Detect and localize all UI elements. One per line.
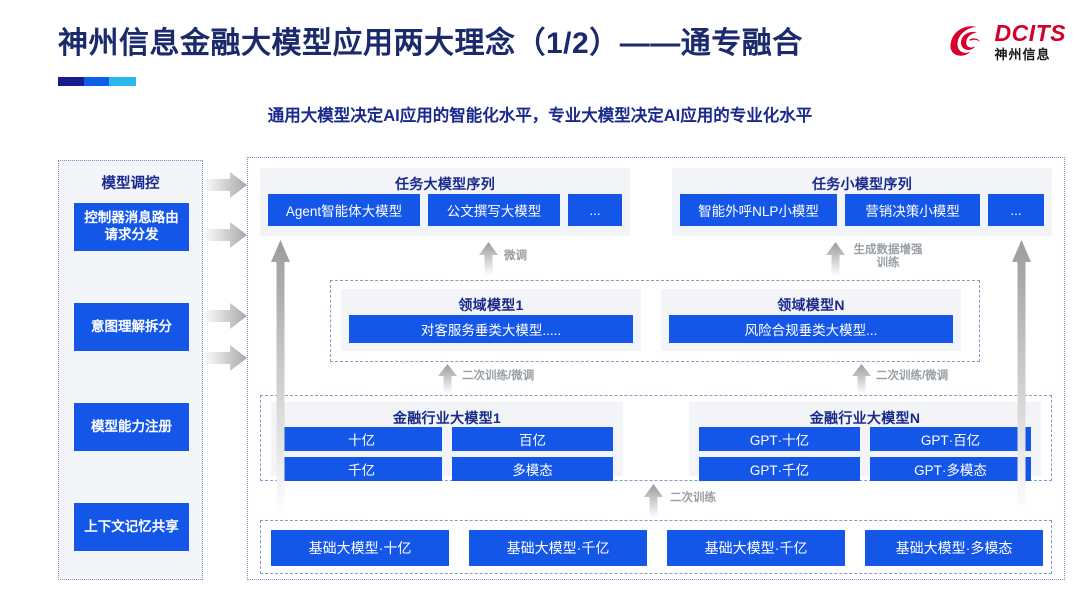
control-panel: 模型调控 控制器消息路由请求分发 意图理解拆分 模型能力注册 上下文记忆共享 bbox=[58, 160, 203, 580]
dcits-swirl-icon bbox=[947, 20, 989, 62]
flow-arrow-right-4 bbox=[203, 345, 247, 371]
up-arrow-base-to-industry bbox=[644, 484, 663, 518]
arrow-label-fine-tune: 微调 bbox=[504, 250, 527, 262]
industry-model-1-title: 金融行业大模型1 bbox=[392, 410, 502, 426]
industry-chip-1-tenbillion[interactable]: 百亿 bbox=[452, 427, 613, 451]
flow-arrow-right-3 bbox=[203, 303, 247, 329]
control-item-router[interactable]: 控制器消息路由请求分发 bbox=[74, 203, 189, 251]
task-small-model-chip-row: 智能外呼NLP小模型 营销决策小模型 ... bbox=[680, 194, 1044, 226]
flow-arrow-right-2 bbox=[203, 222, 247, 248]
control-item-context[interactable]: 上下文记忆共享 bbox=[74, 503, 189, 551]
accent-bar-segment-1 bbox=[58, 77, 84, 86]
logo-text-cn: 神州信息 bbox=[994, 46, 1051, 62]
task-chip-nlp-outbound[interactable]: 智能外呼NLP小模型 bbox=[680, 194, 837, 226]
domain-model-1-panel: 领域模型1 对客服务垂类大模型..... bbox=[341, 289, 641, 351]
industry-chip-n-gpt-tenbillion[interactable]: GPT·百亿 bbox=[870, 427, 1031, 451]
arrow-label-data-augmentation: 生成数据增强训练 bbox=[853, 244, 923, 270]
accent-bar bbox=[58, 77, 136, 86]
company-logo: DCITS 神州信息 bbox=[947, 20, 1067, 62]
architecture-container: 任务大模型序列 Agent智能体大模型 公文撰写大模型 ... 任务小模型序列 … bbox=[247, 157, 1065, 580]
base-chip-hundredbillion-a[interactable]: 基础大模型·千亿 bbox=[469, 530, 647, 566]
base-chip-billion[interactable]: 基础大模型·十亿 bbox=[271, 530, 449, 566]
industry-chip-1-billion[interactable]: 十亿 bbox=[281, 427, 442, 451]
control-item-intent[interactable]: 意图理解拆分 bbox=[74, 303, 189, 351]
domain-model-n-chip[interactable]: 风险合规垂类大模型... bbox=[669, 315, 953, 343]
flow-arrow-right-1 bbox=[203, 172, 247, 198]
industry-chip-1-hundredbillion[interactable]: 千亿 bbox=[281, 457, 442, 481]
industry-model-1-chip-grid: 十亿 百亿 千亿 多模态 bbox=[281, 427, 613, 481]
domain-model-n-title: 领域模型N bbox=[777, 297, 845, 313]
base-model-frame: 基础大模型·十亿 基础大模型·千亿 基础大模型·千亿 基础大模型·多模态 bbox=[260, 520, 1052, 574]
task-large-model-panel: 任务大模型序列 Agent智能体大模型 公文撰写大模型 ... bbox=[260, 168, 630, 236]
task-large-model-title: 任务大模型序列 bbox=[394, 176, 496, 192]
industry-model-1-panel: 金融行业大模型1 十亿 百亿 千亿 多模态 bbox=[271, 402, 623, 481]
task-large-model-chip-row: Agent智能体大模型 公文撰写大模型 ... bbox=[268, 194, 622, 226]
domain-model-1-chip[interactable]: 对客服务垂类大模型..... bbox=[349, 315, 633, 343]
accent-bar-segment-2 bbox=[83, 77, 110, 86]
domain-model-n-panel: 领域模型N 风险合规垂类大模型... bbox=[661, 289, 961, 351]
accent-bar-segment-3 bbox=[109, 77, 136, 86]
control-item-registry[interactable]: 模型能力注册 bbox=[74, 403, 189, 451]
domain-model-frame: 领域模型1 对客服务垂类大模型..... 领域模型N 风险合规垂类大模型... bbox=[330, 280, 980, 362]
industry-chip-n-gpt-hundredbillion[interactable]: GPT·千亿 bbox=[699, 457, 860, 481]
industry-chip-n-gpt-multimodal[interactable]: GPT·多模态 bbox=[870, 457, 1031, 481]
task-chip-document[interactable]: 公文撰写大模型 bbox=[428, 194, 560, 226]
up-arrow-industry1-to-domain1 bbox=[438, 364, 457, 394]
task-chip-more-small[interactable]: ... bbox=[988, 194, 1044, 226]
up-arrow-base-to-task-large bbox=[271, 240, 290, 515]
page-subtitle: 通用大模型决定AI应用的智能化水平，专业大模型决定AI应用的专业化水平 bbox=[267, 107, 813, 125]
arrow-label-retrain-finetune-left: 二次训练/微调 bbox=[462, 370, 535, 382]
task-chip-more-large[interactable]: ... bbox=[568, 194, 622, 226]
up-arrow-base-to-task-small bbox=[1012, 240, 1031, 515]
arrow-label-retrain-finetune-right: 二次训练/微调 bbox=[876, 370, 949, 382]
task-small-model-panel: 任务小模型序列 智能外呼NLP小模型 营销决策小模型 ... bbox=[672, 168, 1052, 236]
base-chip-hundredbillion-b[interactable]: 基础大模型·千亿 bbox=[667, 530, 845, 566]
up-arrow-domain-to-task-large bbox=[479, 242, 498, 276]
domain-model-1-title: 领域模型1 bbox=[458, 297, 524, 313]
base-model-chip-row: 基础大模型·十亿 基础大模型·千亿 基础大模型·千亿 基础大模型·多模态 bbox=[271, 530, 1043, 566]
industry-model-n-title: 金融行业大模型N bbox=[809, 410, 921, 426]
task-chip-agent[interactable]: Agent智能体大模型 bbox=[268, 194, 420, 226]
page-title: 神州信息金融大模型应用两大理念（1/2）——通专融合 bbox=[58, 27, 803, 60]
up-arrow-domain-to-task-small bbox=[826, 242, 845, 276]
industry-model-n-chip-grid: GPT·十亿 GPT·百亿 GPT·千亿 GPT·多模态 bbox=[699, 427, 1031, 481]
industry-chip-1-multimodal[interactable]: 多模态 bbox=[452, 457, 613, 481]
task-chip-marketing[interactable]: 营销决策小模型 bbox=[845, 194, 980, 226]
base-chip-multimodal[interactable]: 基础大模型·多模态 bbox=[865, 530, 1043, 566]
industry-model-n-panel: 金融行业大模型N GPT·十亿 GPT·百亿 GPT·千亿 GPT·多模态 bbox=[689, 402, 1041, 481]
logo-text-en: DCITS bbox=[994, 19, 1066, 46]
industry-model-frame: 金融行业大模型1 十亿 百亿 千亿 多模态 金融行业大模型N GPT·十亿 GP… bbox=[260, 395, 1052, 481]
task-small-model-title: 任务小模型序列 bbox=[811, 176, 913, 192]
up-arrow-industryn-to-domainn bbox=[852, 364, 871, 394]
arrow-label-retrain: 二次训练 bbox=[670, 492, 716, 504]
industry-chip-n-gpt-billion[interactable]: GPT·十亿 bbox=[699, 427, 860, 451]
control-panel-title: 模型调控 bbox=[101, 176, 160, 192]
